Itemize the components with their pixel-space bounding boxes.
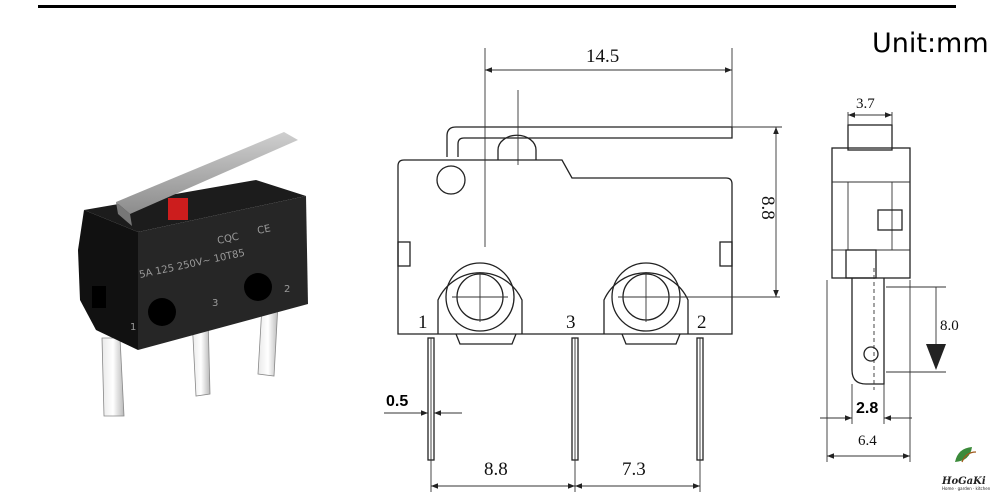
dim-body-width: 6.4 <box>826 280 911 462</box>
svg-text:8.0: 8.0 <box>940 318 959 334</box>
photo-lever <box>116 132 298 214</box>
photo-actuator <box>168 198 188 220</box>
switch-photo: CQC CE 5A 125 250V~ 10T85 1 3 2 <box>78 132 308 417</box>
svg-text:CE: CE <box>256 223 271 237</box>
brand-logo: HoGaKi Home · garden · kitchen <box>941 447 991 491</box>
dim-height: 8.8 <box>732 126 782 297</box>
logo-name: HoGaKi <box>941 476 986 487</box>
front-body <box>397 159 733 335</box>
side-view-drawing: 3.7 8.0 2.8 6.4 <box>820 96 959 462</box>
front-pin-label-2: 2 <box>697 312 707 333</box>
dim-pitch: 8.8 7.3 <box>430 459 701 492</box>
front-hole-left <box>437 262 523 334</box>
svg-text:6.4: 6.4 <box>858 433 877 449</box>
front-actuator <box>497 134 537 160</box>
arrow-down-icon <box>926 344 946 370</box>
side-body <box>831 147 911 279</box>
front-pin-label-3: 3 <box>566 312 576 333</box>
front-pins <box>427 337 704 461</box>
photo-pin-label-3: 3 <box>212 298 218 309</box>
photo-hole-left <box>148 298 176 326</box>
top-divider <box>38 5 956 8</box>
svg-text:0.5: 0.5 <box>386 393 408 410</box>
unit-label: Unit:mm <box>872 28 989 59</box>
dim-pin-length: 8.0 <box>886 286 959 373</box>
dim-pin-thickness: 0.5 <box>384 393 462 416</box>
side-actuator <box>847 124 893 151</box>
photo-body-front <box>138 196 308 350</box>
dim-top-width: 3.7 <box>847 96 893 125</box>
photo-pin-label-2: 2 <box>284 284 290 295</box>
svg-text:2.8: 2.8 <box>856 400 878 417</box>
front-view-drawing: 1 3 2 14.5 8.8 0.5 8.8 7.3 <box>384 46 782 492</box>
photo-body-side <box>78 210 138 350</box>
svg-text:7.3: 7.3 <box>622 459 646 480</box>
svg-text:8.8: 8.8 <box>484 459 508 480</box>
photo-pin-label-1: 1 <box>130 322 136 333</box>
side-pin <box>851 278 885 385</box>
logo-tagline: Home · garden · kitchen <box>942 486 991 491</box>
dim-lever-width: 14.5 <box>485 46 732 73</box>
front-small-hole <box>436 165 466 195</box>
photo-body-top <box>84 180 306 232</box>
dim-pin-offset: 2.8 <box>820 384 912 424</box>
svg-text:CQC: CQC <box>216 232 240 247</box>
photo-hole-right <box>244 273 272 301</box>
front-lever <box>446 126 733 157</box>
front-pin-label-1: 1 <box>418 312 428 333</box>
svg-text:8.8: 8.8 <box>757 196 778 220</box>
front-hole-right <box>603 262 780 334</box>
svg-text:3.7: 3.7 <box>856 96 875 112</box>
leaf-icon <box>955 447 972 462</box>
svg-text:14.5: 14.5 <box>586 46 619 67</box>
